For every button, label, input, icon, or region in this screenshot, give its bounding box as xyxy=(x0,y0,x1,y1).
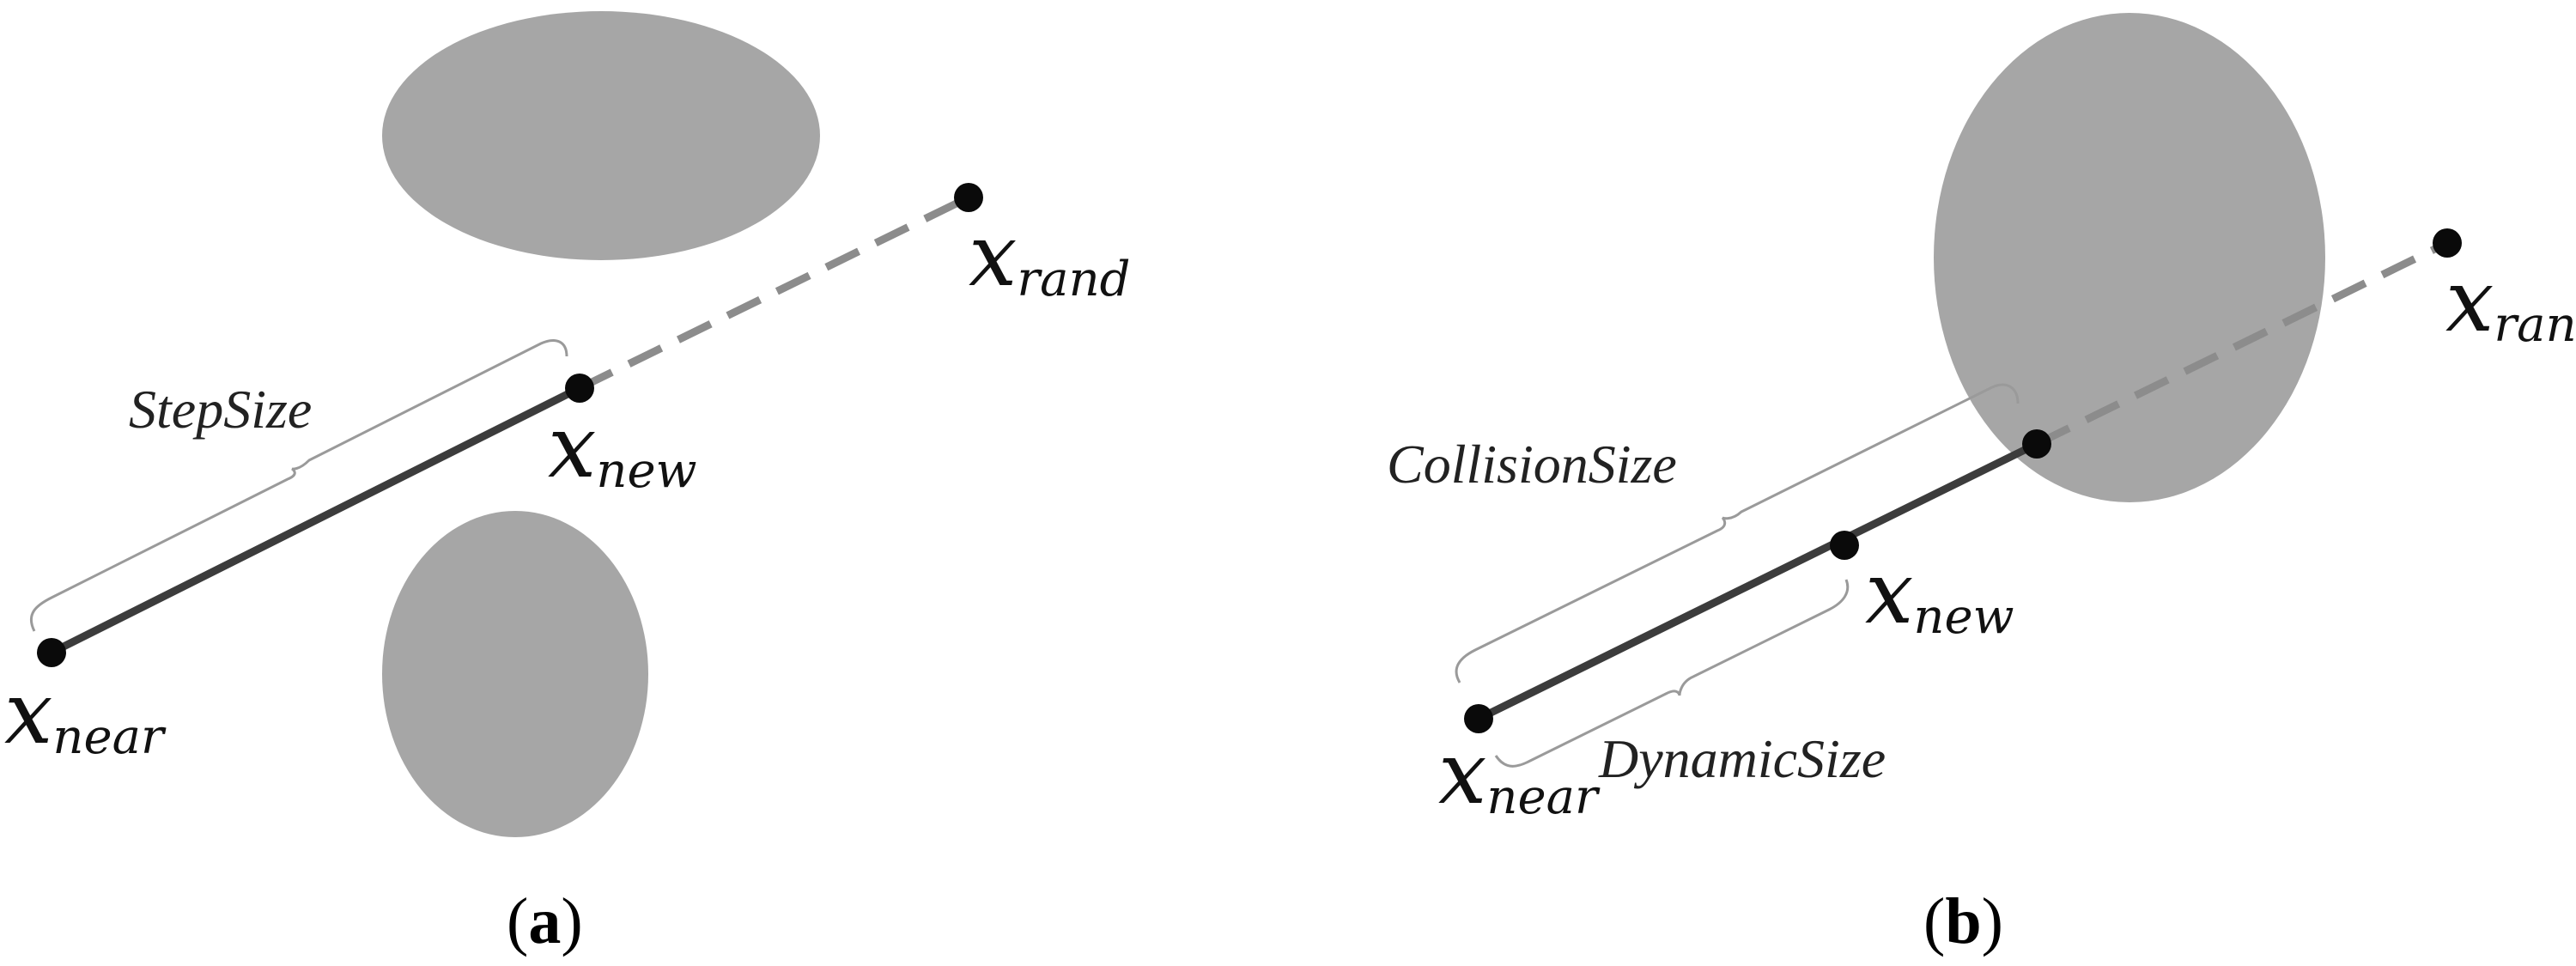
obstacle-top xyxy=(382,11,820,260)
node-x-near xyxy=(1464,704,1493,733)
obstacle-bottom xyxy=(382,511,648,837)
x-near-label: xnear xyxy=(1438,723,1601,825)
step-size-brace xyxy=(29,339,568,632)
path-dashed-extension xyxy=(578,193,970,392)
panel-b: CollisionSize DynamicSize xrand xnew xne… xyxy=(1387,13,2576,957)
node-collision xyxy=(2022,429,2051,459)
path-dashed-extension xyxy=(2035,239,2449,448)
collision-size-brace xyxy=(1455,383,2020,683)
collision-size-label: CollisionSize xyxy=(1387,434,1677,495)
dynamic-size-brace xyxy=(1494,579,1850,768)
node-x-new xyxy=(1830,531,1859,560)
dynamic-size-label: DynamicSize xyxy=(1598,728,1886,789)
path-collision xyxy=(1474,440,2041,723)
caption-b: (b) xyxy=(1923,885,2003,957)
path-step xyxy=(47,384,584,657)
x-near-label: xnear xyxy=(4,663,167,765)
step-size-label: StepSize xyxy=(129,379,312,440)
x-rand-label: xrand xyxy=(969,205,1130,307)
caption-a: (a) xyxy=(507,885,583,957)
x-new-label: xnew xyxy=(1865,543,2014,645)
x-new-label: xnew xyxy=(548,397,697,499)
obstacle-large xyxy=(1934,13,2325,502)
node-x-new xyxy=(565,374,594,403)
panel-a: StepSize xrand xnew xnear (a) xyxy=(4,11,1130,957)
x-rand-label: xrand xyxy=(2445,251,2576,353)
node-x-near xyxy=(37,638,66,667)
node-x-rand xyxy=(2433,228,2462,258)
node-x-rand xyxy=(954,183,983,212)
